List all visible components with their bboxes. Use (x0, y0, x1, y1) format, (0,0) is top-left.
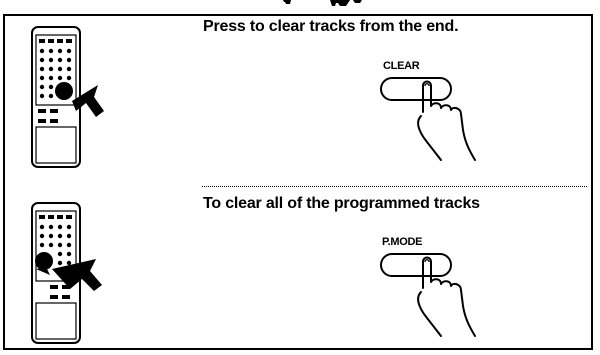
finger-press-icon-2 (417, 256, 476, 337)
remote-control-icon (31, 26, 104, 168)
finger-press-icon (417, 80, 476, 161)
clear-button[interactable] (375, 72, 515, 172)
instruction-panel (3, 14, 593, 350)
p-mode-button[interactable] (375, 248, 515, 348)
step-1-instruction: Press to clear tracks from the end. (203, 18, 459, 35)
section-divider (202, 186, 587, 187)
cropped-heading-glyphs (283, 0, 362, 6)
p-mode-button-label: P.MODE (382, 236, 423, 248)
step-2-instruction: To clear all of the programmed tracks (203, 195, 480, 212)
clear-button-label-text: CLEAR (383, 60, 420, 72)
remote-control-icon-2 (31, 202, 102, 344)
cropped-heading (0, 0, 600, 14)
